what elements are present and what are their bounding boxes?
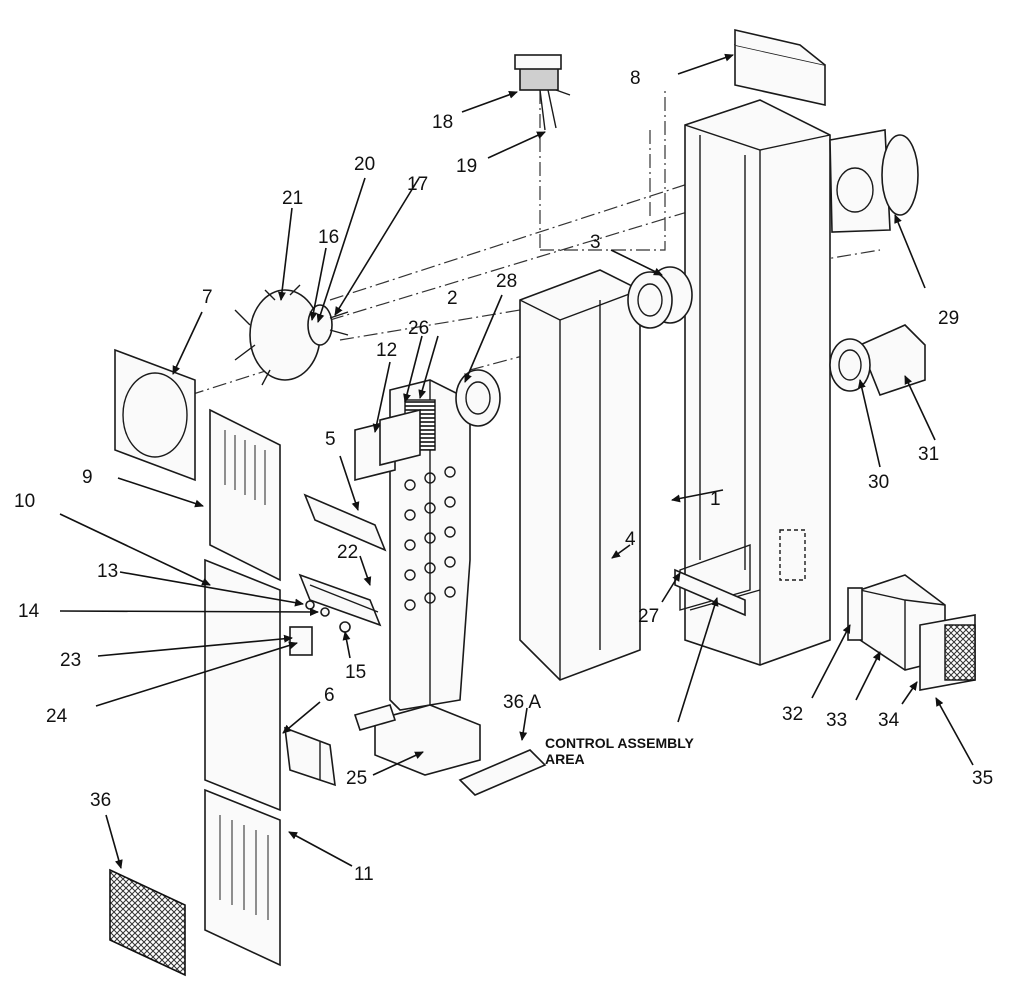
- part-20-21-fan-blade: [234, 284, 349, 386]
- part-11-lower-panel: [204, 788, 281, 967]
- part-12-26-box: [354, 408, 421, 482]
- callout-12: 12: [376, 340, 397, 361]
- callout-36: 36: [90, 790, 111, 811]
- part-29-flange: [829, 129, 919, 233]
- part-36-filter: [109, 868, 186, 977]
- part-3-collar: [627, 266, 693, 329]
- part-7-fan-shroud: [114, 348, 196, 482]
- callout-17: 17: [407, 174, 428, 195]
- callout-25: 25: [346, 768, 367, 789]
- callout-4: 4: [625, 529, 636, 550]
- callout-labels: 8 18 19 20 17 21 16 3 28 7 2 29 26 12 5 …: [14, 68, 993, 885]
- callout-14: 14: [18, 601, 40, 622]
- callout-15: 15: [345, 662, 366, 683]
- callout-8: 8: [630, 68, 641, 89]
- callout-28: 28: [496, 271, 517, 292]
- callout-27: 27: [638, 606, 659, 627]
- callout-24: 24: [46, 706, 68, 727]
- callout-5: 5: [325, 429, 336, 450]
- callout-16: 16: [318, 227, 339, 248]
- part-2-chassis: [374, 379, 481, 776]
- callout-21: 21: [282, 188, 303, 209]
- callout-30: 30: [868, 472, 889, 493]
- part-18-switch: [514, 54, 571, 131]
- part-32-35-sleeve: [847, 574, 976, 691]
- callout-6: 6: [324, 685, 335, 706]
- callout-34: 34: [878, 710, 900, 731]
- callout-20: 20: [354, 154, 375, 175]
- callout-26: 26: [408, 318, 429, 339]
- callout-19: 19: [456, 156, 477, 177]
- callout-11: 11: [354, 864, 374, 885]
- part-9-upper-panel: [209, 408, 281, 582]
- part-8-top-bracket: [734, 28, 826, 106]
- callout-29: 29: [938, 308, 959, 329]
- callout-3: 3: [590, 232, 601, 253]
- part-1-cabinet: [679, 99, 831, 666]
- callout-23: 23: [60, 650, 81, 671]
- callout-9: 9: [82, 467, 93, 488]
- control-assembly-caption: CONTROL ASSEMBLY AREA: [545, 735, 694, 767]
- caption-line-2: AREA: [545, 751, 585, 767]
- callout-31: 31: [918, 444, 939, 465]
- callout-2: 2: [447, 288, 458, 309]
- part-10-middle-panel: [204, 558, 281, 812]
- callout-32: 32: [782, 704, 803, 725]
- callout-10: 10: [14, 491, 35, 512]
- part-5-22-brackets: [298, 493, 387, 627]
- callout-18: 18: [432, 112, 453, 133]
- callout-36a: 36 A: [503, 692, 541, 713]
- leader-lines: [59, 53, 974, 869]
- part-6-rail: [284, 726, 336, 787]
- callout-13: 13: [97, 561, 118, 582]
- part-30-31-pipe: [829, 324, 926, 396]
- callout-1: 1: [710, 489, 721, 510]
- callout-22: 22: [337, 542, 358, 563]
- part-36a-control-board: [353, 704, 547, 796]
- caption-line-1: CONTROL ASSEMBLY: [545, 735, 694, 751]
- callout-35: 35: [972, 768, 993, 789]
- part-4-liner: [519, 269, 641, 681]
- callout-7: 7: [202, 287, 213, 308]
- part-28-ring: [455, 369, 501, 427]
- callout-33: 33: [826, 710, 847, 731]
